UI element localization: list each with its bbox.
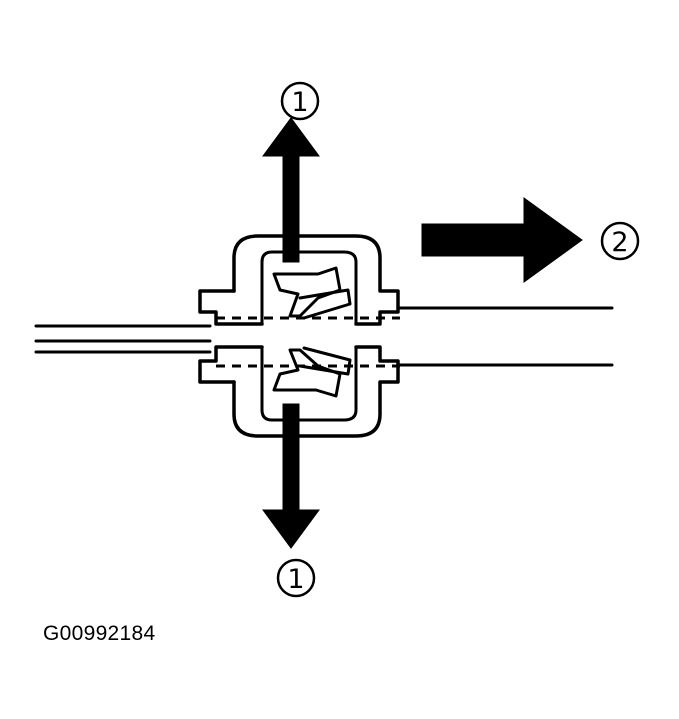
locking-latch-upper — [272, 266, 352, 320]
arrow-right-icon — [421, 197, 583, 283]
wires-right — [396, 306, 614, 367]
callout-bottom-label: 1 — [287, 564, 304, 595]
callout-top: 1 — [280, 81, 320, 121]
callout-top-label: 1 — [291, 87, 308, 118]
figure-reference-code: G00992184 — [43, 622, 156, 645]
wires-left — [34, 324, 212, 354]
arrow-down-icon — [262, 403, 320, 549]
arrow-up-icon — [262, 117, 320, 263]
callout-right: 2 — [600, 221, 640, 261]
connector-housing — [198, 234, 400, 438]
callout-bottom: 1 — [276, 558, 316, 598]
callout-right-label: 2 — [611, 227, 628, 258]
locking-latch-lower — [272, 346, 352, 398]
